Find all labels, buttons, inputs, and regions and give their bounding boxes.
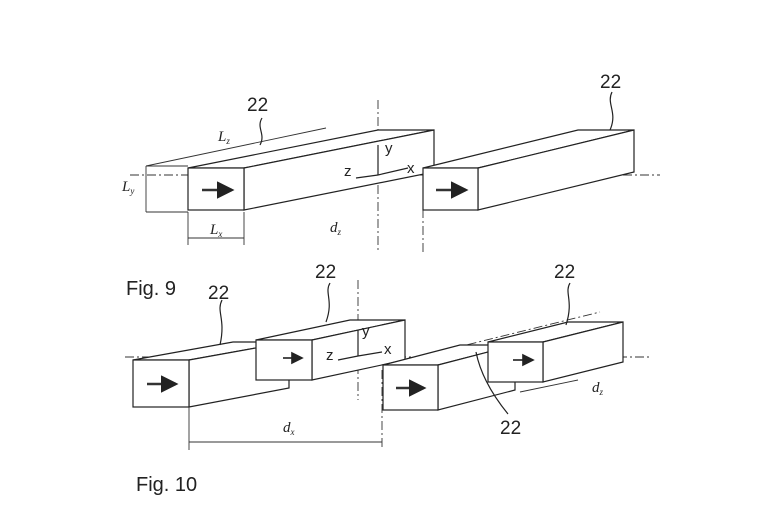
fig10-leader-d [475, 351, 509, 415]
fig10-z-axis [337, 355, 359, 361]
fig10-beam-b-front [255, 339, 313, 381]
fig10-axis-y-label: y [362, 323, 370, 340]
fig10-dx-label: dx [283, 420, 295, 437]
fig9-ly-label: Ly [121, 179, 134, 196]
fig10-leader-a [219, 299, 223, 346]
figure-9: 22 22 Lz Ly Lx dz y x z Fig. 9 [121, 72, 660, 300]
fig10-ref-c: 22 [554, 262, 575, 283]
fig10-axis-x-label: x [384, 341, 392, 358]
fig10-dz-label: dz [592, 380, 604, 397]
fig10-ref-b: 22 [315, 262, 336, 283]
fig10-axis-z-label: z [326, 347, 334, 364]
fig10-leader-c [565, 282, 571, 326]
fig9-z-axis [355, 174, 379, 179]
fig10-ref-d: 22 [500, 418, 521, 439]
fig9-left-beam [187, 129, 435, 211]
fig10-beam-d-front [487, 341, 544, 383]
fig9-caption: Fig. 9 [126, 278, 176, 300]
fig9-leader-left [259, 117, 263, 146]
fig9-right-beam [422, 129, 635, 211]
fig10-leader-b [325, 282, 331, 323]
fig9-dz-label: dz [330, 220, 342, 237]
fig9-lz-line [145, 127, 327, 167]
fig9-leader-right [609, 91, 614, 131]
fig10-dz-line [519, 379, 579, 393]
fig9-ref-right: 22 [600, 72, 621, 93]
fig9-x-axis [377, 167, 409, 176]
fig10-caption: Fig. 10 [136, 474, 197, 496]
fig10-x-axis [357, 351, 383, 357]
fig10-beam-d [487, 321, 624, 383]
fig9-ref-left: 22 [247, 95, 268, 116]
fig9-axis-x-label: x [407, 160, 415, 177]
fig10-ref-a: 22 [208, 283, 229, 304]
figure-10: 22 22 22 22 dx dz y x z Fig. 10 [125, 262, 650, 496]
fig9-lx-label: Lx [209, 222, 222, 239]
fig9-axis-z-label: z [344, 163, 352, 180]
fig9-axis-y-label: y [385, 140, 393, 157]
fig9-lz-label: Lz [217, 129, 230, 146]
